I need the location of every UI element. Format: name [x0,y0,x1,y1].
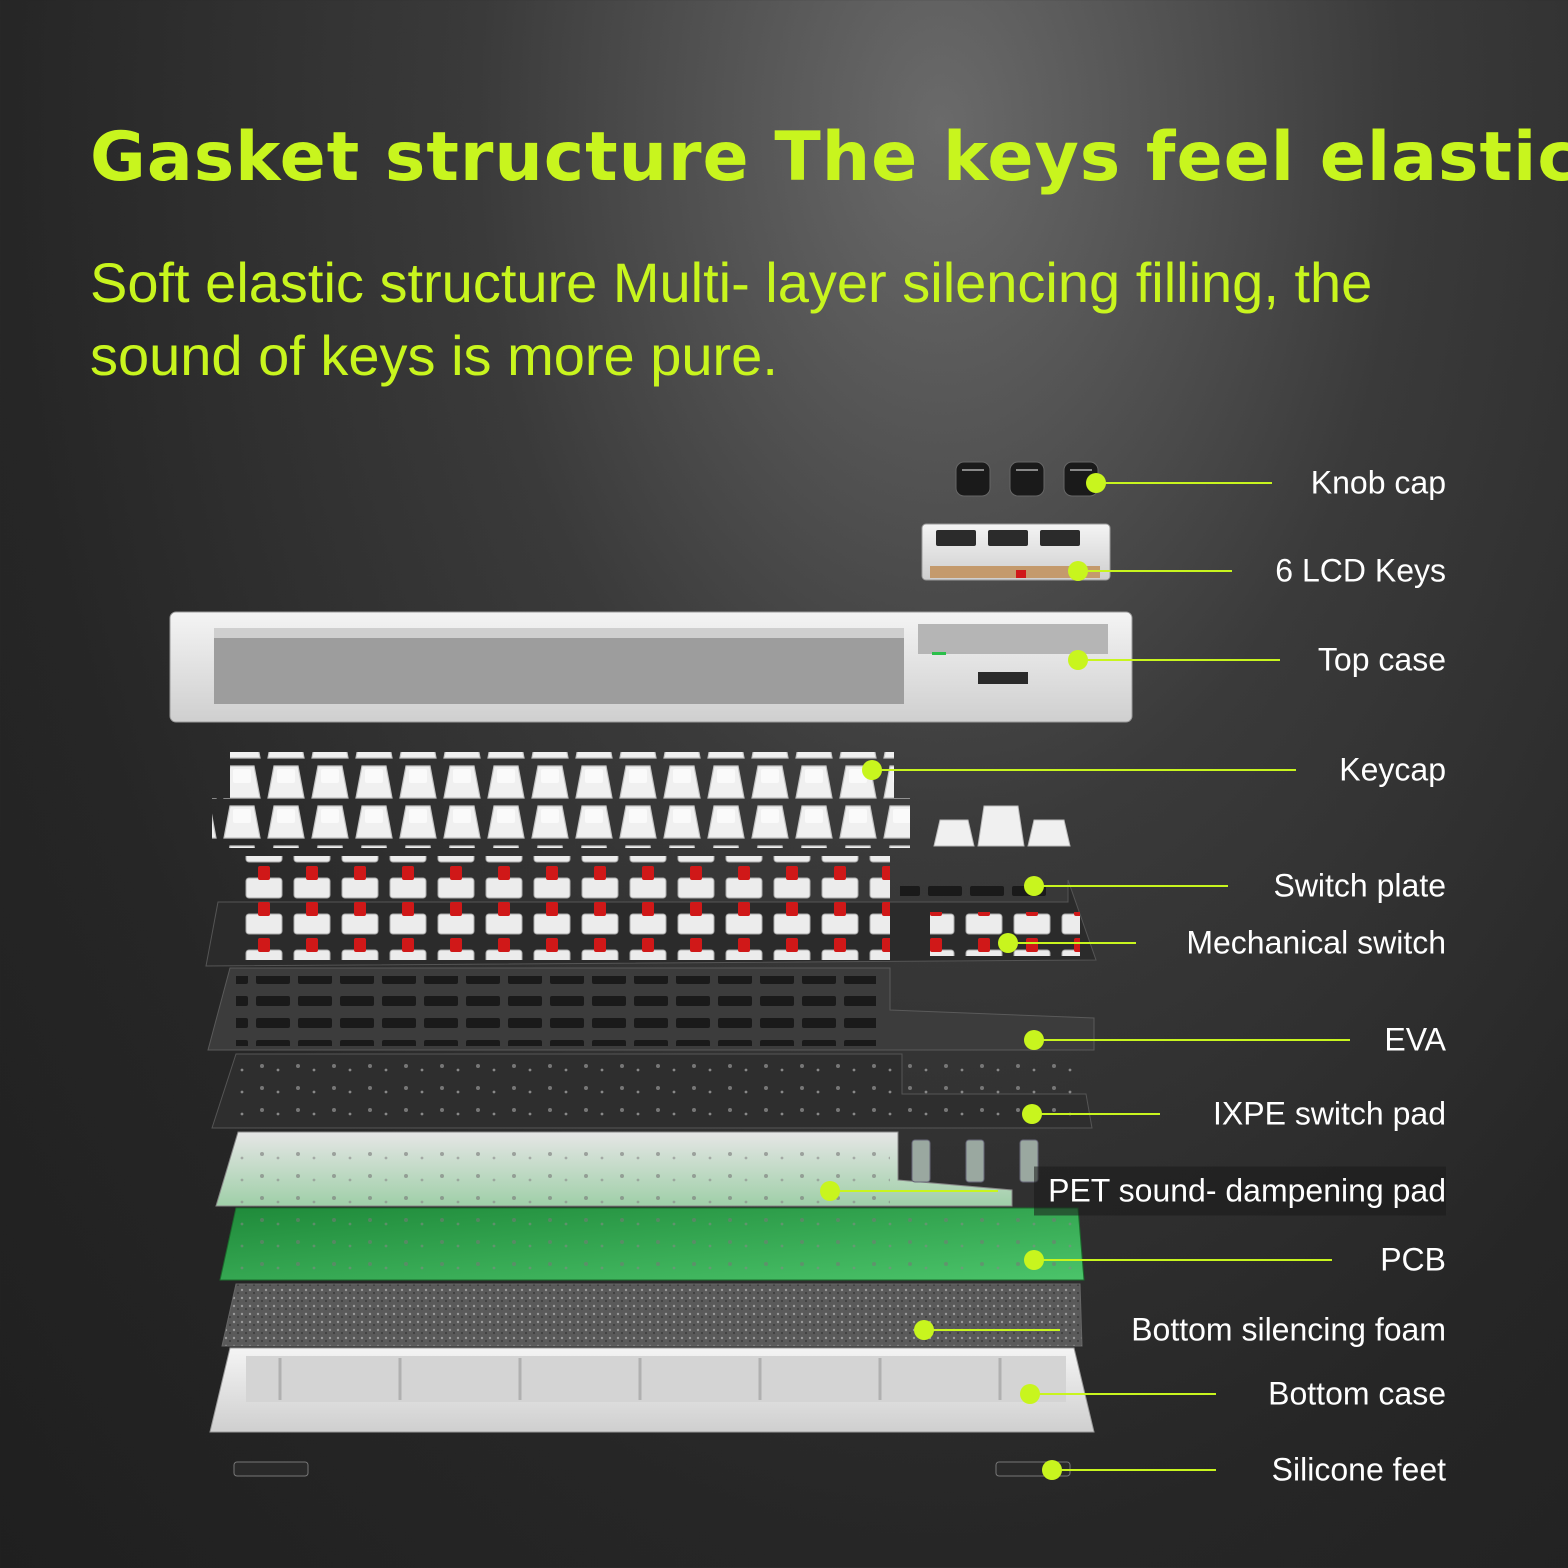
bottom-silencing-foam [221,1283,1083,1347]
lcd-keys-module [921,523,1111,581]
callout-label-silicone-feet: Silicone feet [1271,1451,1446,1488]
leader-dot-bottom-case [1020,1384,1040,1404]
leader-dot-switch-plate [1024,876,1044,896]
callout-label-lcd-keys: 6 LCD Keys [1275,552,1446,589]
callout-label-ixpe-switch-pad: IXPE switch pad [1213,1095,1446,1132]
leader-dot-eva [1024,1030,1044,1050]
eva-layer [207,967,1095,1051]
leader-dot-pet-pad [820,1181,840,1201]
callout-label-bottom-foam: Bottom silencing foam [1131,1311,1446,1348]
callout-label-switch-plate: Switch plate [1273,867,1446,904]
page-subtitle: Soft elastic structure Multi- layer sile… [90,251,1373,387]
pcb-board [219,1207,1085,1281]
callout-label-pet-pad: PET sound- dampening pad [1034,1166,1446,1216]
leader-dot-mechanical-switch [998,933,1018,953]
silicone-feet [233,1461,1071,1477]
callout-label-eva: EVA [1384,1021,1446,1058]
leader-dot-knob-cap [1086,473,1106,493]
mechanical-switches [238,856,1080,960]
leader-dot-pcb [1024,1250,1044,1270]
top-case [169,611,1133,723]
callout-label-pcb: PCB [1380,1241,1446,1278]
callout-label-bottom-case: Bottom case [1268,1375,1446,1412]
leader-dot-top-case [1068,650,1088,670]
callout-label-keycap: Keycap [1339,751,1446,788]
leader-dot-silicone-feet [1042,1460,1062,1480]
bottom-case [209,1347,1095,1433]
pet-sound-dampening-pad [215,1131,1039,1207]
keycaps [212,752,1071,848]
callout-label-knob-cap: Knob cap [1310,464,1446,501]
leader-dot-keycap [862,760,882,780]
leader-dot-bottom-foam [914,1320,934,1340]
ixpe-switch-pad [211,1053,1093,1129]
callout-label-mechanical-switch: Mechanical switch [1186,924,1446,961]
knob-caps [955,461,1099,497]
leader-dot-lcd-keys [1068,561,1088,581]
leader-dot-ixpe-switch-pad [1022,1104,1042,1124]
page-title: Gasket structure The keys feel elastic [90,118,1568,197]
callout-label-top-case: Top case [1317,641,1446,678]
callout-leaders [820,473,1350,1480]
